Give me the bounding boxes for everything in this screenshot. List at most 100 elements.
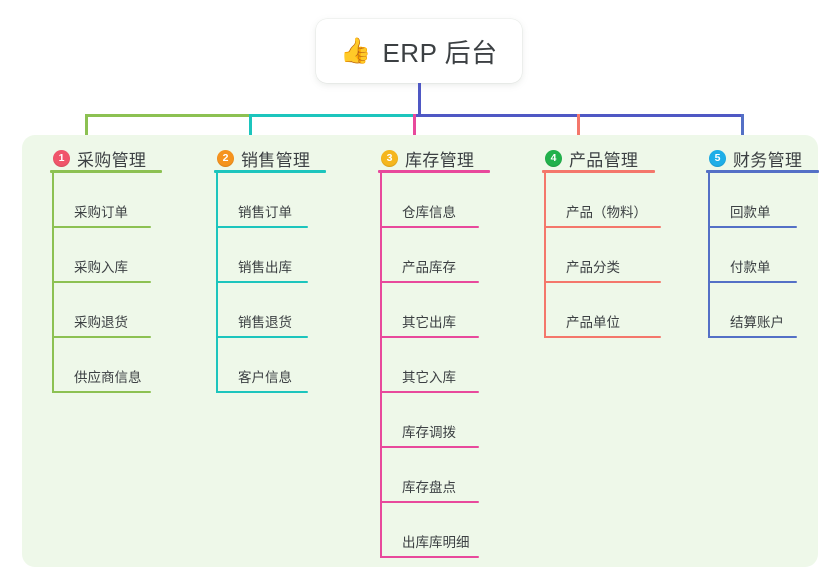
- leaf-node[interactable]: 供应商信息: [36, 338, 151, 393]
- leaf-node[interactable]: 产品库存: [364, 228, 479, 283]
- leaf-node[interactable]: 结算账户: [692, 283, 797, 338]
- leaf-label: 产品（物料）: [566, 205, 647, 220]
- branch-column-2: 2 销售管理销售订单销售出库销售退货客户信息: [200, 143, 326, 393]
- leaf-node[interactable]: 产品分类: [528, 228, 661, 283]
- root-title: ERP 后台: [382, 37, 498, 68]
- branch-header-5[interactable]: 5 财务管理: [692, 143, 819, 173]
- leaf-rule: [544, 226, 661, 228]
- leaf-label: 库存盘点: [402, 480, 456, 495]
- branch-header-rule: [50, 170, 162, 173]
- leaf-rule: [380, 281, 479, 283]
- branch-header-4[interactable]: 4 产品管理: [528, 143, 655, 173]
- leaf-rule: [380, 391, 479, 393]
- branch-spine: [380, 173, 382, 558]
- leaf-rule: [380, 446, 479, 448]
- branch-panel: [22, 135, 818, 567]
- branch-title: 产品管理: [569, 150, 639, 170]
- leaf-node[interactable]: 销售退货: [200, 283, 308, 338]
- leaf-rule: [52, 391, 151, 393]
- branch-spine: [52, 173, 54, 393]
- leaf-node[interactable]: 销售出库: [200, 228, 308, 283]
- leaf-node[interactable]: 采购入库: [36, 228, 151, 283]
- leaf-rule: [216, 391, 308, 393]
- leaf-rule: [52, 281, 151, 283]
- stub-connector-4: [576, 114, 580, 144]
- leaf-rule: [380, 336, 479, 338]
- leaf-label: 仓库信息: [402, 205, 456, 220]
- number-badge-icon: 3: [381, 149, 398, 167]
- number-badge-icon: 2: [217, 149, 234, 167]
- leaf-label: 销售出库: [238, 260, 292, 275]
- branch-header-3[interactable]: 3 库存管理: [364, 143, 490, 173]
- leaf-rule: [216, 226, 308, 228]
- branch-title: 库存管理: [405, 150, 475, 170]
- leaf-rule: [708, 281, 797, 283]
- leaf-label: 客户信息: [238, 370, 292, 385]
- root-node[interactable]: 👍 ERP 后台: [316, 19, 522, 83]
- leaf-label: 库存调拨: [402, 425, 456, 440]
- root-drop-connector: [417, 83, 421, 117]
- leaf-rule: [380, 226, 479, 228]
- branch-header-rule: [378, 170, 490, 173]
- leaf-node[interactable]: 库存调拨: [364, 393, 479, 448]
- branch-title: 采购管理: [77, 150, 147, 170]
- leaf-rule: [216, 336, 308, 338]
- branch-header-rule: [214, 170, 326, 173]
- leaf-label: 回款单: [730, 205, 771, 220]
- bar-teal-connector: [250, 114, 414, 117]
- number-badge-icon: 4: [545, 149, 562, 167]
- leaf-label: 采购退货: [74, 315, 128, 330]
- leaf-node[interactable]: 产品单位: [528, 283, 661, 338]
- leaf-node[interactable]: 仓库信息: [364, 173, 479, 228]
- leaf-node[interactable]: 出库库明细: [364, 503, 479, 558]
- branch-header-2[interactable]: 2 销售管理: [200, 143, 326, 173]
- leaf-node[interactable]: 付款单: [692, 228, 797, 283]
- leaf-node[interactable]: 其它入库: [364, 338, 479, 393]
- leaf-label: 产品分类: [566, 260, 620, 275]
- branch-column-3: 3 库存管理仓库信息产品库存其它出库其它入库库存调拨库存盘点出库库明细: [364, 143, 490, 558]
- branch-header-rule: [706, 170, 819, 173]
- leaf-label: 供应商信息: [74, 370, 142, 385]
- leaf-node[interactable]: 采购退货: [36, 283, 151, 338]
- leaf-node[interactable]: 产品（物料）: [528, 173, 661, 228]
- leaf-node[interactable]: 销售订单: [200, 173, 308, 228]
- branch-header-rule: [542, 170, 655, 173]
- branch-spine: [708, 173, 710, 338]
- leaf-label: 其它出库: [402, 315, 456, 330]
- stub-connector-5: [740, 114, 744, 144]
- branch-column-4: 4 产品管理产品（物料） 产品分类产品单位: [528, 143, 661, 338]
- root-node-content: 👍 ERP 后台: [340, 33, 497, 70]
- leaf-label: 产品库存: [402, 260, 456, 275]
- leaf-label: 出库库明细: [402, 535, 470, 550]
- number-badge-icon: 5: [709, 149, 726, 167]
- leaf-rule: [380, 501, 479, 503]
- leaf-label: 其它入库: [402, 370, 456, 385]
- branch-title: 财务管理: [733, 150, 803, 170]
- leaf-label: 销售订单: [238, 205, 292, 220]
- stub-connector-1: [84, 114, 88, 144]
- branch-spine: [544, 173, 546, 338]
- leaf-node[interactable]: 采购订单: [36, 173, 151, 228]
- leaf-rule: [52, 226, 151, 228]
- branch-header-1[interactable]: 1 采购管理: [36, 143, 162, 173]
- leaf-node[interactable]: 库存盘点: [364, 448, 479, 503]
- leaf-rule: [708, 226, 797, 228]
- branch-spine: [216, 173, 218, 393]
- leaf-node[interactable]: 回款单: [692, 173, 797, 228]
- branch-column-1: 1 采购管理采购订单采购入库采购退货供应商信息: [36, 143, 162, 393]
- number-badge-icon: 1: [53, 149, 70, 167]
- branch-title: 销售管理: [241, 150, 311, 170]
- leaf-rule: [380, 556, 479, 558]
- leaf-label: 销售退货: [238, 315, 292, 330]
- leaf-label: 采购订单: [74, 205, 128, 220]
- thumbs-up-icon: 👍: [340, 36, 372, 65]
- leaf-rule: [544, 281, 661, 283]
- leaf-node[interactable]: 其它出库: [364, 283, 479, 338]
- leaf-node[interactable]: 客户信息: [200, 338, 308, 393]
- leaf-rule: [544, 336, 661, 338]
- branch-column-5: 5 财务管理回款单付款单结算账户: [692, 143, 819, 338]
- stub-connector-3: [412, 114, 416, 144]
- leaf-label: 结算账户: [730, 315, 784, 330]
- leaf-label: 付款单: [730, 260, 771, 275]
